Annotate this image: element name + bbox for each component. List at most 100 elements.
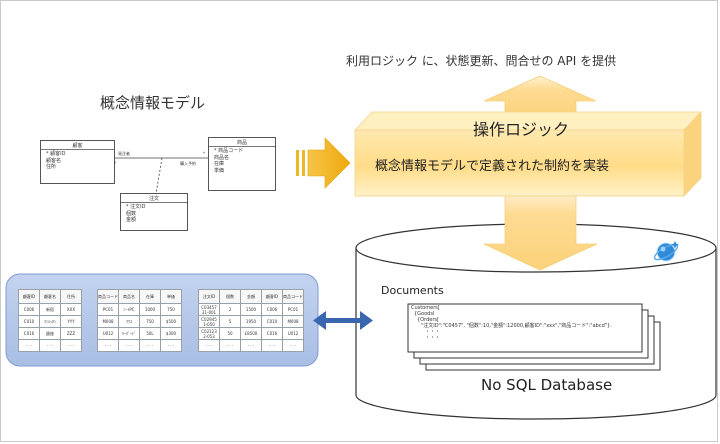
table-cell: · · · xyxy=(60,339,82,352)
logic-box xyxy=(354,110,702,198)
table-cell: C02123 2-053 xyxy=(198,327,220,340)
table-row: U012 ｷｰﾎﾞｰﾄﾞ 50L $300 xyxy=(97,327,182,340)
table-cell: YYY xyxy=(60,315,82,328)
table-cell: 750 xyxy=(139,315,161,328)
table-cell: 1000 xyxy=(139,303,161,316)
table-cell: 1500 xyxy=(240,303,262,316)
uml-attribute: 単価 xyxy=(214,167,225,174)
table-header-cell: 住所 xyxy=(60,289,82,304)
table-cell: · · · xyxy=(261,339,283,352)
table-cell: M008 xyxy=(97,315,119,328)
document-line: ・・・ xyxy=(425,335,441,341)
table-header-cell: 単価 xyxy=(160,289,182,304)
table-cell: ZZZ xyxy=(60,327,82,340)
table-header-cell: 金額 xyxy=(240,289,262,304)
table-cell: · · · xyxy=(198,339,220,352)
table-row: C03457 31-001 2 1500 C006 PC01 xyxy=(198,303,304,316)
document-line: ・・・ xyxy=(425,329,441,335)
uml-attribute: 顧客名 xyxy=(46,157,62,164)
table-cell: · · · xyxy=(240,339,262,352)
uml-divider xyxy=(121,202,187,203)
document-content: Customers[ {Goodsl {Orders[ "注文ID":"C045… xyxy=(411,305,612,341)
uml-attributes: * 注文ID 個数 金額 xyxy=(126,204,145,224)
uml-attribute: 個数 xyxy=(126,210,137,217)
concept-model-title: 概念情報モデル xyxy=(100,94,206,112)
uml-attribute: * 注文ID xyxy=(126,204,146,210)
table-row: · · · · · · · · · · · · xyxy=(97,339,182,352)
table-cell: 50L xyxy=(139,327,161,340)
document-line: {Goodsl xyxy=(414,311,435,317)
table-cell: C010 xyxy=(18,315,40,328)
table-cell: · · · xyxy=(219,339,241,352)
table-cell: · · · xyxy=(39,339,61,352)
table-cell: M008 xyxy=(282,315,304,328)
double-arrow-icon xyxy=(313,311,373,330)
table-row: C006 新宿 XXX xyxy=(18,303,82,316)
uml-divider xyxy=(209,146,275,147)
logic-description: 概念情報モデルで定義された制約を実装 xyxy=(375,159,610,174)
table-header-row: 注文ID 個数 金額 顧客ID 商品コード xyxy=(198,289,304,304)
uml-attributes: * 顧客ID 顧客名 住所 xyxy=(46,151,65,171)
table-cell: · · · xyxy=(18,339,40,352)
table-row: C02945 1-050 5 1950 C010 M008 xyxy=(198,315,304,328)
table-cell: C006 xyxy=(261,303,283,316)
table-header-cell: 商品コード xyxy=(97,289,119,304)
uml-attribute: 金額 xyxy=(126,217,137,223)
table-cell: · · · xyxy=(139,339,161,352)
uml-class-customer: 顧客 * 顧客ID 顧客名 住所 xyxy=(40,140,115,184)
document-line: {Orders[ xyxy=(417,317,439,323)
logic-title: 操作ロジック xyxy=(473,120,570,139)
table-cell: $300 xyxy=(160,327,182,340)
multiplicity-left: * xyxy=(114,161,116,166)
table-cell: · · · xyxy=(160,339,182,352)
uml-attribute: * 商品コード xyxy=(214,148,244,154)
table-cell: 銀座 xyxy=(39,327,61,340)
uml-class-title: 顧客 xyxy=(72,143,83,149)
table-row: · · · · · · · · · xyxy=(18,339,82,352)
table-cell: ｷｰﾎﾞｰﾄﾞ xyxy=(118,327,140,340)
table-cell: · · · xyxy=(118,339,140,352)
table-cell: · · · xyxy=(282,339,304,352)
table-cell: C010 xyxy=(261,315,283,328)
table-cell: ﾏｳｽ xyxy=(118,315,140,328)
table-cell: C02945 1-050 xyxy=(198,315,220,328)
table-cell: PC01 xyxy=(282,303,304,316)
customers-table: 顧客ID 顧客名 住所 C006 新宿 XXX C010 ﾏﾝﾊｯﾀﾝ YYY … xyxy=(18,289,82,352)
assoc-label-orderer: 発注者 xyxy=(118,151,130,156)
multiplicity-right: * xyxy=(203,151,205,156)
uml-class-order: 注文 * 注文ID 個数 金額 xyxy=(120,193,188,231)
table-cell: C016 xyxy=(18,327,40,340)
table-row: C010 ﾏﾝﾊｯﾀﾝ YYY xyxy=(18,315,82,328)
table-cell: 750 xyxy=(160,303,182,316)
table-cell: PC01 xyxy=(97,303,119,316)
uml-attributes: * 商品コード 商品名 在庫 単価 xyxy=(214,148,243,174)
orders-table: 注文ID 個数 金額 顧客ID 商品コード C03457 31-001 2 15… xyxy=(198,289,304,352)
cosmos-db-icon xyxy=(653,241,679,262)
assoc-label-purchased: 購入予約 xyxy=(180,161,196,166)
table-cell: 2 xyxy=(219,303,241,316)
documents-label: Documents xyxy=(381,284,444,297)
table-cell: 新宿 xyxy=(39,303,61,316)
table-row: PC01 ﾉｰﾄPC 1000 750 xyxy=(97,303,182,316)
table-header-cell: 商品コード xyxy=(282,289,304,304)
table-cell: £8500 xyxy=(240,327,262,340)
document-line: "注文ID":"C0457", "個数":10,"金額":12000,顧客ID"… xyxy=(421,323,612,329)
table-cell: 50 xyxy=(219,327,241,340)
table-header-cell: 顧客ID xyxy=(18,289,40,304)
table-cell: · · · xyxy=(97,339,119,352)
api-caption: 利用ロジック に、状態更新、問合せの API を提供 xyxy=(346,54,617,68)
table-row: C016 銀座 ZZZ xyxy=(18,327,82,340)
uml-class-title: 注文 xyxy=(148,196,159,202)
gold-arrow-icon xyxy=(296,137,351,189)
table-header-cell: 注文ID xyxy=(198,289,220,304)
table-header-row: 商品コード 商品名 在庫 単価 xyxy=(97,289,182,304)
uml-divider xyxy=(41,149,114,150)
table-cell: C006 xyxy=(18,303,40,316)
uml-class-product: 商品 * 商品コード 商品名 在庫 単価 xyxy=(208,137,276,191)
table-header-cell: 在庫 xyxy=(139,289,161,304)
uml-class-title: 商品 xyxy=(236,140,247,146)
vertical-double-arrow xyxy=(483,75,598,271)
